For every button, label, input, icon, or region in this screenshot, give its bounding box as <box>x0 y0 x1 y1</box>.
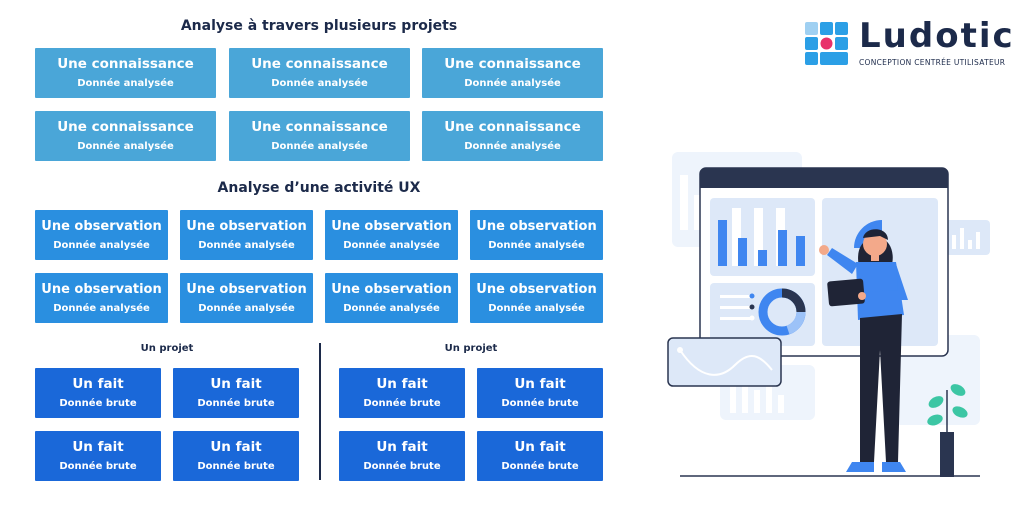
fact-box-title: Un fait <box>514 375 566 392</box>
fact-box: Un fait Donnée brute <box>477 431 603 481</box>
knowledge-box-subtitle: Donnée analysée <box>271 77 368 89</box>
observation-box: Une observation Donnée analysée <box>325 273 458 323</box>
projects-divider <box>319 343 321 480</box>
observation-box-title: Une observation <box>41 281 162 297</box>
observation-box-title: Une observation <box>186 281 307 297</box>
knowledge-box-subtitle: Donnée analysée <box>464 77 561 89</box>
fact-box-title: Un fait <box>210 375 262 392</box>
observation-box-subtitle: Donnée analysée <box>488 239 585 251</box>
logo-tagline: CONCEPTION CENTRÉE UTILISATEUR <box>859 58 1006 67</box>
analytics-dashboard-woman-illustration <box>667 152 990 477</box>
logo-wordmark: Ludotic <box>859 16 1015 56</box>
observation-box-title: Une observation <box>331 281 452 297</box>
observation-box: Une observation Donnée analysée <box>180 273 313 323</box>
observation-box-subtitle: Donnée analysée <box>198 239 295 251</box>
fact-box-subtitle: Donnée brute <box>59 460 137 472</box>
project-title: Un projet <box>140 343 194 354</box>
observation-box-subtitle: Donnée analysée <box>488 302 585 314</box>
fact-box: Un fait Donnée brute <box>339 368 465 418</box>
fact-box-subtitle: Donnée brute <box>197 460 275 472</box>
fact-box-subtitle: Donnée brute <box>59 397 137 409</box>
knowledge-box: Une connaissance Donnée analysée <box>229 111 410 161</box>
fact-box-title: Un fait <box>376 438 428 455</box>
logo-mark-icon <box>805 22 848 65</box>
fact-box-title: Un fait <box>72 375 124 392</box>
knowledge-box: Une connaissance Donnée analysée <box>422 111 603 161</box>
observation-box: Une observation Donnée analysée <box>35 273 168 323</box>
fact-box: Un fait Donnée brute <box>35 368 161 418</box>
ludotic-logo: Ludotic CONCEPTION CENTRÉE UTILISATEUR <box>803 16 1015 74</box>
knowledge-box-subtitle: Donnée analysée <box>77 140 174 152</box>
observation-box-subtitle: Donnée analysée <box>198 302 295 314</box>
fact-box: Un fait Donnée brute <box>173 368 299 418</box>
knowledge-box-title: Une connaissance <box>57 55 194 72</box>
knowledge-box-title: Une connaissance <box>444 55 581 72</box>
section-activity-title: Analyse d’une activité UX <box>217 180 421 196</box>
project-title: Un projet <box>444 343 498 354</box>
knowledge-box-subtitle: Donnée analysée <box>77 77 174 89</box>
knowledge-box: Une connaissance Donnée analysée <box>229 48 410 98</box>
fact-box: Un fait Donnée brute <box>35 431 161 481</box>
knowledge-box: Une connaissance Donnée analysée <box>35 48 216 98</box>
knowledge-box: Une connaissance Donnée analysée <box>422 48 603 98</box>
knowledge-box-title: Une connaissance <box>251 55 388 72</box>
fact-box-title: Un fait <box>72 438 124 455</box>
knowledge-box-title: Une connaissance <box>251 118 388 135</box>
observation-box-title: Une observation <box>41 218 162 234</box>
section-projects-title: Analyse à travers plusieurs projets <box>180 18 458 34</box>
fact-box-title: Un fait <box>514 438 566 455</box>
fact-box-title: Un fait <box>210 438 262 455</box>
knowledge-box-title: Une connaissance <box>444 118 581 135</box>
observation-box-title: Une observation <box>186 218 307 234</box>
observation-box-subtitle: Donnée analysée <box>343 239 440 251</box>
knowledge-box-subtitle: Donnée analysée <box>271 140 368 152</box>
fact-box-subtitle: Donnée brute <box>363 397 441 409</box>
observation-box-title: Une observation <box>476 218 597 234</box>
fact-box-subtitle: Donnée brute <box>501 397 579 409</box>
observation-box-subtitle: Donnée analysée <box>53 239 150 251</box>
knowledge-box-title: Une connaissance <box>57 118 194 135</box>
observation-box-subtitle: Donnée analysée <box>343 302 440 314</box>
knowledge-box-subtitle: Donnée analysée <box>464 140 561 152</box>
fact-box-subtitle: Donnée brute <box>501 460 579 472</box>
observation-box: Une observation Donnée analysée <box>470 273 603 323</box>
fact-box-title: Un fait <box>376 375 428 392</box>
fact-box-subtitle: Donnée brute <box>197 397 275 409</box>
knowledge-box: Une connaissance Donnée analysée <box>35 111 216 161</box>
observation-box: Une observation Donnée analysée <box>325 210 458 260</box>
fact-box: Un fait Donnée brute <box>173 431 299 481</box>
observation-box: Une observation Donnée analysée <box>180 210 313 260</box>
observation-box: Une observation Donnée analysée <box>35 210 168 260</box>
fact-box-subtitle: Donnée brute <box>363 460 441 472</box>
fact-box: Un fait Donnée brute <box>477 368 603 418</box>
fact-box: Un fait Donnée brute <box>339 431 465 481</box>
observation-box-title: Une observation <box>331 218 452 234</box>
observation-box: Une observation Donnée analysée <box>470 210 603 260</box>
observation-box-title: Une observation <box>476 281 597 297</box>
observation-box-subtitle: Donnée analysée <box>53 302 150 314</box>
